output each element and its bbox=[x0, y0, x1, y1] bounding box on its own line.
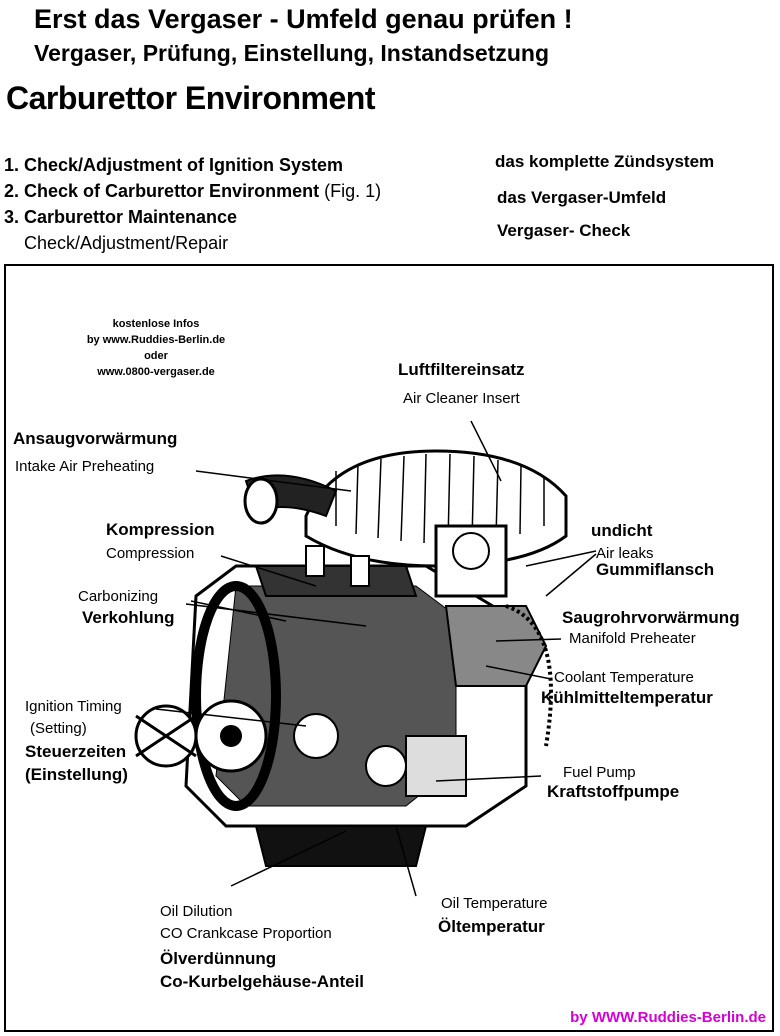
label-intake-de: Ansaugvorwärmung bbox=[13, 429, 178, 448]
step-1-german: das komplette Zündsystem bbox=[495, 152, 715, 171]
label-carbon-de: Verkohlung bbox=[82, 608, 175, 627]
label-oil-dilution-en: Oil Dilution bbox=[160, 903, 233, 920]
footer-credit: by WWW.Ruddies-Berlin.de bbox=[570, 1009, 766, 1026]
label-coolant-de: Kühlmitteltemperatur bbox=[541, 688, 713, 707]
step-2-german: das Vergaser-Umfeld bbox=[497, 188, 667, 207]
label-timing-de: Steuerzeiten bbox=[25, 742, 127, 761]
label-oil-dilution-de: Ölverdünnung bbox=[160, 949, 277, 968]
label-timing-setting: (Setting) bbox=[30, 720, 87, 737]
info-block: kostenlose Infos by www.Ruddies-Berlin.d… bbox=[86, 318, 226, 378]
label-coolant-en: Coolant Temperature bbox=[554, 669, 694, 686]
step-3-german: Vergaser- Check bbox=[497, 221, 631, 240]
step-3: 3. Carburettor Maintenance bbox=[4, 207, 238, 227]
engine-illustration bbox=[134, 420, 597, 897]
label-rubber-flange-de: Gummiflansch bbox=[596, 560, 715, 579]
label-oil-temp-de: Öltemperatur bbox=[438, 917, 545, 936]
step-1: 1. Check/Adjustment of Ignition System bbox=[4, 155, 344, 175]
label-leak-en: Air leaks bbox=[596, 545, 654, 562]
label-oil-temp-en: Oil Temperature bbox=[441, 895, 548, 912]
label-leak-de: undicht bbox=[591, 521, 653, 540]
step-3-sub: Check/Adjustment/Repair bbox=[24, 233, 229, 253]
label-co-crankcase-en: CO Crankcase Proportion bbox=[160, 925, 332, 942]
label-timing-en: Ignition Timing bbox=[25, 698, 122, 715]
label-fuel-pump-en: Fuel Pump bbox=[563, 764, 636, 781]
label-co-crankcase-de: Co-Kurbelgehäuse-Anteil bbox=[160, 972, 365, 991]
label-fuel-pump-de: Kraftstoffpumpe bbox=[547, 782, 680, 801]
title-english: Carburettor Environment bbox=[6, 80, 375, 116]
subtitle-german: Vergaser, Prüfung, Einstellung, Instands… bbox=[34, 40, 550, 66]
label-timing-de-setting: (Einstellung) bbox=[25, 765, 128, 784]
label-air-cleaner-de: Luftfiltereinsatz bbox=[398, 360, 525, 379]
label-manifold-de: Saugrohrvorwärmung bbox=[562, 608, 740, 627]
label-air-cleaner-en: Air Cleaner Insert bbox=[403, 390, 520, 407]
figure-frame: kostenlose Infos by www.Ruddies-Berlin.d… bbox=[4, 264, 774, 1032]
label-carbon-en: Carbonizing bbox=[78, 588, 159, 605]
step-2: 2. Check of Carburettor Environment (Fig… bbox=[4, 181, 382, 201]
label-intake-en: Intake Air Preheating bbox=[15, 458, 155, 475]
label-manifold-en: Manifold Preheater bbox=[569, 630, 696, 647]
label-compression-de: Kompression bbox=[106, 520, 215, 539]
footer-site-link[interactable]: WWW.Ruddies-Berlin.de bbox=[591, 1009, 766, 1026]
title-german: Erst das Vergaser - Umfeld genau prüfen … bbox=[34, 4, 573, 34]
label-compression-en: Compression bbox=[106, 545, 195, 562]
